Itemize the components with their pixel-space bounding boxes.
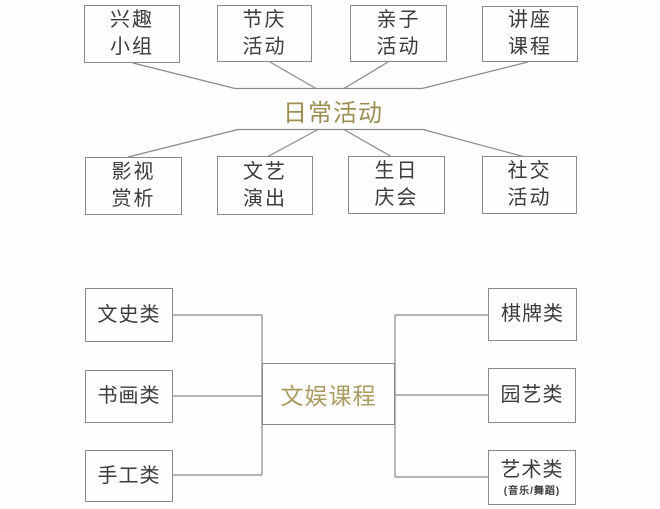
node-birthday-celebrations: 生日 庆会: [348, 156, 445, 214]
node-parent-child-activities: 亲子 活动: [350, 5, 447, 62]
node-interest-groups: 兴趣 小组: [84, 5, 180, 63]
center-box-entertainment-courses: 文娱课程: [262, 363, 395, 425]
node-art-performances: 文艺 演出: [217, 156, 313, 215]
node-handicrafts: 手工类: [85, 450, 173, 502]
node-arts-sublabel: (音乐/舞蹈): [503, 486, 561, 497]
node-arts: 艺术类 (音乐/舞蹈): [488, 450, 576, 505]
node-social-activities: 社交 活动: [482, 156, 577, 214]
node-festival-activities: 节庆 活动: [217, 5, 312, 62]
node-chess-cards: 棋牌类: [488, 288, 577, 341]
node-calligraphy-painting: 书画类: [85, 370, 173, 423]
node-literature-history: 文史类: [85, 288, 173, 342]
node-gardening: 园艺类: [488, 368, 576, 423]
center-label-daily-activities: 日常活动: [283, 99, 383, 127]
node-arts-label: 艺术类: [500, 459, 564, 481]
node-film-appreciation: 影视 赏析: [85, 157, 182, 215]
node-lecture-courses: 讲座 课程: [482, 6, 578, 62]
